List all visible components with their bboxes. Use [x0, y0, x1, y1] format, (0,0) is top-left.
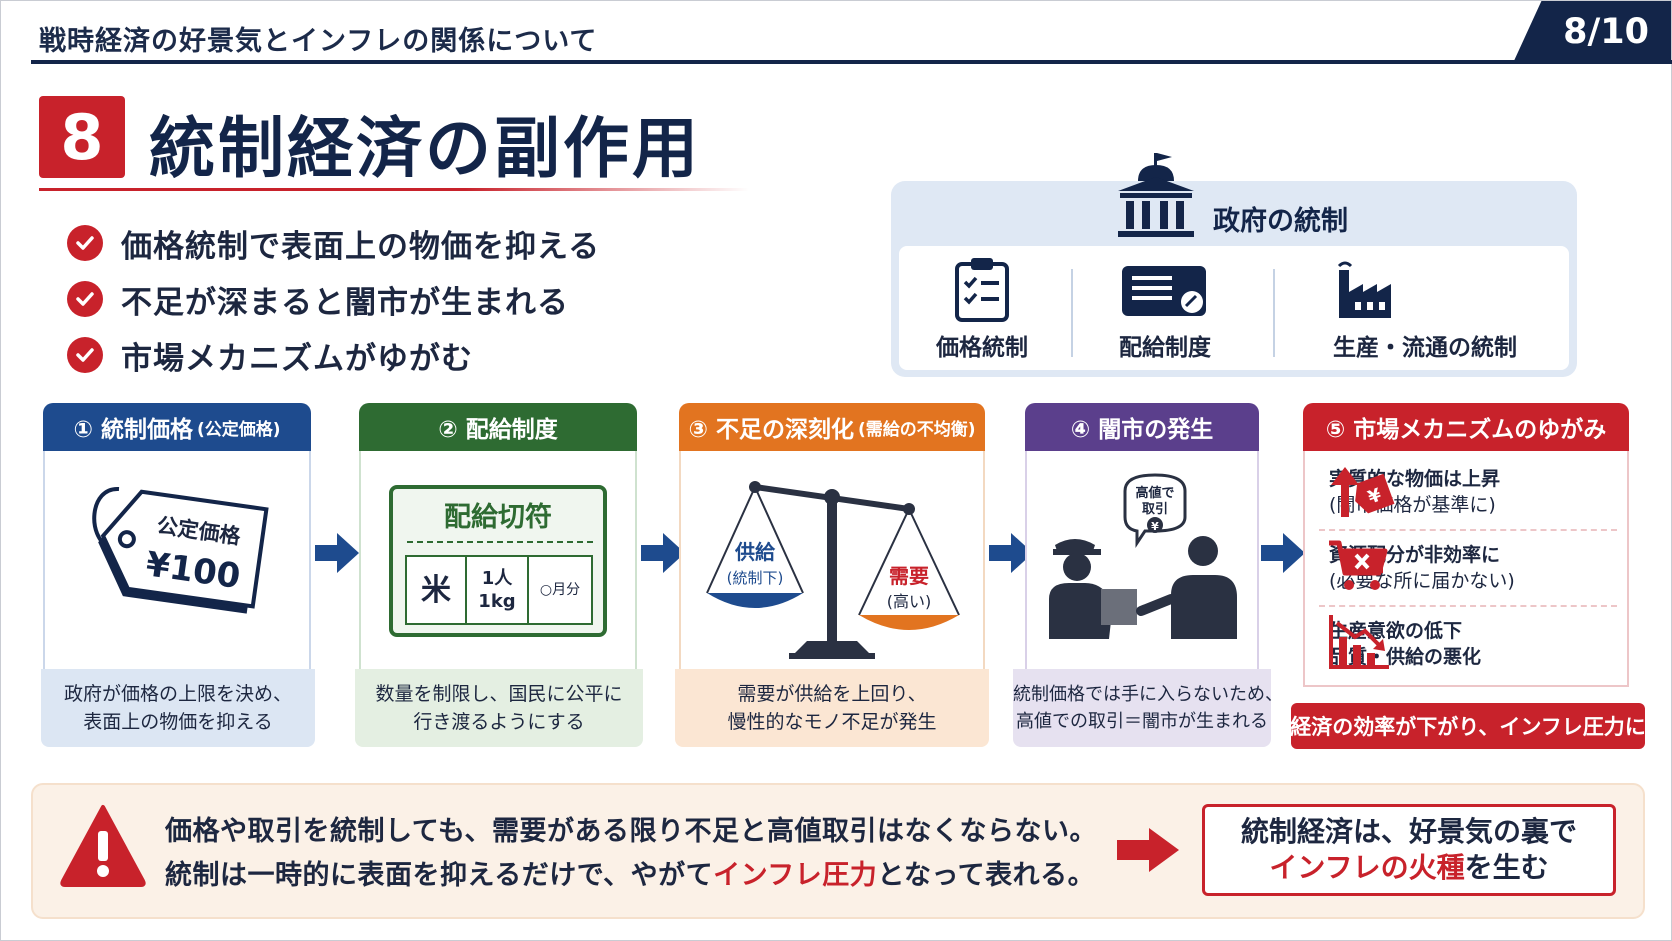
step-header: ① 統制価格(公定価格): [43, 403, 311, 451]
key-point: 市場メカニズムがゆがむ: [67, 327, 600, 383]
step-caption: 数量を制限し、国民に公平に 行き渡るようにする: [355, 669, 643, 747]
divider: [1071, 269, 1073, 357]
caption-line: 行き渡るようにする: [413, 711, 585, 733]
gov-item-production: 生産・流通の統制: [1333, 256, 1517, 362]
header-rule: [31, 60, 1672, 64]
conclusion-text: を生む: [1464, 851, 1549, 884]
key-point: 不足が深まると闇市が生まれる: [67, 271, 600, 327]
caption-line: 表面上の物価を抑える: [83, 711, 273, 733]
coupon-divider: [407, 541, 593, 543]
gov-item-label: 配給制度: [1119, 335, 1211, 361]
summary-text: となって表れる。: [877, 860, 1096, 891]
conclusion-banner: 経済の効率が下がり、インフレ圧力に: [1290, 703, 1646, 749]
arrow-right-icon: [1115, 826, 1181, 878]
scale-right-sublabel: (高い): [887, 592, 932, 611]
coupon-amount-line: 1人: [481, 567, 513, 589]
step-caption: 需要が供給を上回り、 慢性的なモノ不足が発生: [675, 669, 989, 747]
step-header: ⑤ 市場メカニズムのゆがみ: [1303, 403, 1629, 451]
step-header: ② 配給制度: [359, 403, 637, 451]
price-tag-icon: 公定価格 ¥100: [79, 477, 279, 631]
scale-right-label: 需要: [889, 564, 929, 588]
gov-item-label: 価格統制: [936, 335, 1028, 361]
step-title: ① 統制価格: [73, 417, 193, 443]
clipboard-icon: [953, 256, 1011, 322]
conclusion-line-1: 統制経済は、好景気の裏で: [1240, 814, 1577, 848]
arrow-right-icon: [639, 531, 687, 579]
balance-scale-icon: 供給 (統制下) 需要 (高い): [699, 467, 969, 669]
check-icon: [67, 337, 103, 373]
deck-title: 戦時経済の好景気とインフレの関係について: [39, 26, 598, 57]
coupon-amount: 1人 1kg: [467, 557, 529, 623]
government-control-title: 政府の統制: [1213, 206, 1348, 237]
divider: [1273, 269, 1275, 357]
scale-left-sublabel: (統制下): [727, 569, 784, 587]
key-point-text: 価格統制で表面上の物価を抑える: [121, 228, 601, 265]
gov-item-ration: 配給制度: [1119, 256, 1211, 362]
step-caption: 政府が価格の上限を決め、 表面上の物価を抑える: [41, 669, 315, 747]
caption-line: 高値での取引＝闇市が生まれる: [1016, 711, 1268, 732]
government-building-icon: [1114, 151, 1198, 247]
step-title: ④ 闇市の発生: [1070, 417, 1214, 443]
ration-coupon: 配給切符 米 1人 1kg ○月分: [389, 485, 607, 637]
ration-card-icon: [1120, 256, 1210, 322]
cart-x-icon: [1327, 539, 1389, 597]
coupon-period: ○月分: [539, 581, 581, 598]
key-points: 価格統制で表面上の物価を抑える 不足が深まると闇市が生まれる 市場メカニズムがゆ…: [67, 215, 600, 383]
government-control-items: [899, 246, 1569, 370]
gov-item-label: 生産・流通の統制: [1333, 335, 1517, 361]
divider: [1319, 529, 1617, 531]
check-icon: [67, 225, 103, 261]
caption-line: 数量を制限し、国民に公平に: [375, 682, 623, 705]
step-header: ④ 闇市の発生: [1025, 403, 1259, 451]
conclusion-line-2: インフレの火種を生む: [1205, 850, 1613, 886]
step-header: ③ 不足の深刻化(需給の不均衡): [679, 403, 985, 451]
chart-down-icon: [1327, 613, 1391, 675]
section-number: 8: [39, 96, 125, 178]
divider: [1319, 605, 1617, 607]
scale-left-label: 供給: [734, 540, 776, 564]
key-point: 価格統制で表面上の物価を抑える: [67, 215, 600, 271]
bubble-line: 取引: [1142, 502, 1168, 517]
bubble-line: 高値で: [1135, 485, 1174, 501]
key-point-text: 不足が深まると闇市が生まれる: [121, 284, 569, 321]
title-underline: [39, 188, 749, 191]
conclusion-box: 統制経済は、好景気の裏で インフレの火種を生む: [1202, 804, 1616, 896]
page-number-badge: 8/10: [1513, 1, 1671, 63]
caption-line: 需要が供給を上回り、: [737, 682, 927, 705]
summary-highlight: インフレ圧力: [713, 860, 878, 891]
key-point-text: 市場メカニズムがゆがむ: [121, 340, 473, 377]
distortion-line: 生産意欲の低下: [1329, 620, 1463, 642]
section-title: 統制経済の副作用: [149, 110, 701, 187]
step-subtitle: (需給の不均衡): [857, 419, 976, 440]
yen-sign: ¥: [1151, 520, 1159, 533]
summary-line-2: 統制は一時的に表面を抑えるだけで、やがてインフレ圧力となって表れる。: [165, 853, 1095, 892]
step-title: ③ 不足の深刻化: [688, 417, 854, 443]
summary-line-1: 価格や取引を統制しても、需要がある限り不足と高値取引はなくならない。: [165, 816, 1098, 847]
black-market-trade-icon: 高値で 取引 ¥: [1045, 471, 1245, 655]
coupon-amount-line: 1kg: [478, 591, 516, 612]
check-icon: [67, 281, 103, 317]
step-title: ② 配給制度: [438, 417, 558, 443]
price-up-icon: ¥: [1327, 463, 1397, 523]
page-number: 8/10: [1563, 12, 1649, 52]
warning-icon: [59, 801, 147, 893]
summary-text: 統制は一時的に表面を抑えるだけで、やがて: [165, 860, 714, 891]
gov-item-price-control: 価格統制: [936, 256, 1028, 362]
caption-line: 慢性的なモノ不足が発生: [727, 711, 937, 733]
caption-line: 統制価格では手に入らないため、: [1013, 684, 1283, 705]
step-title: ⑤ 市場メカニズムのゆがみ: [1325, 417, 1607, 443]
conclusion-highlight: インフレの火種: [1269, 851, 1465, 884]
arrow-right-icon: [1259, 531, 1307, 579]
arrow-right-icon: [987, 531, 1035, 579]
caption-line: 政府が価格の上限を決め、: [63, 682, 292, 705]
coupon-title: 配給切符: [444, 502, 552, 533]
step-caption: 統制価格では手に入らないため、 高値での取引＝闇市が生まれる: [1013, 669, 1283, 747]
factory-icon: [1333, 256, 1399, 322]
coupon-grid: 米 1人 1kg ○月分: [405, 555, 593, 625]
step-subtitle: (公定価格): [196, 419, 281, 440]
coupon-item: 米: [407, 557, 467, 623]
arrow-right-icon: [313, 531, 361, 579]
